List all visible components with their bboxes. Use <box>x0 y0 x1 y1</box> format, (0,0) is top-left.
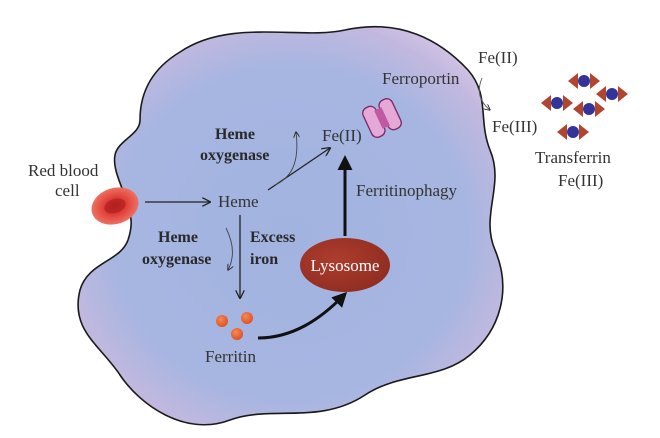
arrow-heme-oxygenase-bottom <box>225 227 232 270</box>
heme-oxygenase-top-label-line2: oxygenase <box>200 147 269 164</box>
transferrin-icon <box>573 101 605 117</box>
ferroportin-channel-icon <box>362 98 402 138</box>
transferrin-icon <box>568 73 600 89</box>
heme-label: Heme <box>218 192 259 211</box>
excess-iron-label-line2: iron <box>250 251 278 268</box>
transferrin-icon <box>557 124 589 140</box>
fe3-outside-label: Fe(III) <box>492 117 537 136</box>
lysosome-label: Lysosome <box>311 256 380 275</box>
red-blood-cell-label-line1: Red blood <box>28 161 99 180</box>
ferroportin-label: Ferroportin <box>382 69 460 88</box>
ferritin-particles <box>216 312 253 340</box>
transferrin-label-line1: Transferrin <box>535 148 611 167</box>
arrow-heme-oxygenase-top <box>274 132 297 186</box>
transferrin-icon <box>541 95 573 111</box>
transferrin-icon <box>596 86 628 102</box>
arrow-ferritin-to-lysosome <box>257 291 348 340</box>
arrow-fe2-to-fe3-outside <box>478 77 490 110</box>
transferrin-molecules <box>541 73 628 140</box>
lysosome-organelle <box>300 238 390 292</box>
excess-iron-label-line1: Excess <box>250 229 295 246</box>
transferrin-label-line2: Fe(III) <box>558 171 603 190</box>
fe2-outside-label: Fe(II) <box>478 48 518 67</box>
heme-oxygenase-top-label-line1: Heme <box>215 126 255 143</box>
red-blood-cell-label-line2: cell <box>55 181 80 200</box>
red-blood-cell-icon <box>91 187 139 225</box>
ferritin-label: Ferritin <box>205 347 256 366</box>
ferritinophagy-label: Ferritinophagy <box>356 181 458 200</box>
heme-oxygenase-bottom-label-line2: oxygenase <box>142 251 211 268</box>
fe2-cell-label: Fe(II) <box>322 126 362 145</box>
heme-oxygenase-bottom-label-line1: Heme <box>158 229 198 246</box>
